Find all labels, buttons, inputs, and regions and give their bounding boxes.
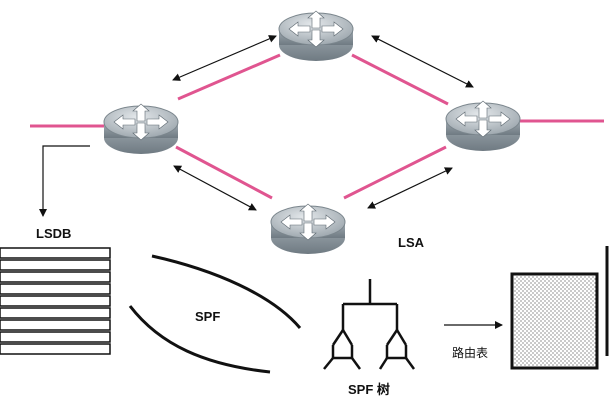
link-bottom-right bbox=[343, 145, 447, 200]
arrow-icon bbox=[173, 165, 257, 211]
lsdb-record bbox=[0, 247, 111, 259]
link-left-bottom bbox=[175, 145, 273, 200]
lsa-label: LSA bbox=[398, 235, 425, 250]
lsa-arrows bbox=[172, 35, 474, 211]
link-left-top bbox=[177, 53, 281, 101]
routing-table bbox=[510, 272, 599, 370]
spf-label: SPF bbox=[195, 309, 220, 324]
router-icon bbox=[445, 100, 521, 152]
lsdb-record bbox=[0, 295, 111, 307]
link-top-right bbox=[351, 53, 449, 106]
routing-table-label: 路由表 bbox=[452, 345, 488, 360]
arrow-icon bbox=[39, 145, 90, 217]
arrow-icon bbox=[367, 167, 453, 209]
lsdb-record bbox=[0, 271, 111, 283]
lsdb-record bbox=[0, 343, 111, 355]
lsdb-label: LSDB bbox=[36, 226, 71, 241]
lsdb-record bbox=[0, 283, 111, 295]
lsdb-record bbox=[0, 259, 111, 271]
arrow-icon bbox=[172, 35, 277, 81]
arrow-icon bbox=[371, 35, 474, 88]
spf-arc-bottom bbox=[128, 305, 271, 374]
router-icon bbox=[270, 203, 346, 255]
lsdb-record bbox=[0, 319, 111, 331]
lsdb-table bbox=[0, 247, 111, 355]
router-icon bbox=[103, 103, 179, 155]
lsdb-record bbox=[0, 331, 111, 343]
tree-icon bbox=[323, 279, 416, 370]
spf-arc-top bbox=[151, 254, 302, 329]
lsdb-record bbox=[0, 307, 111, 319]
router-icon bbox=[278, 10, 354, 62]
spf-tree-label: SPF 树 bbox=[348, 382, 390, 397]
spf-process bbox=[128, 254, 302, 374]
